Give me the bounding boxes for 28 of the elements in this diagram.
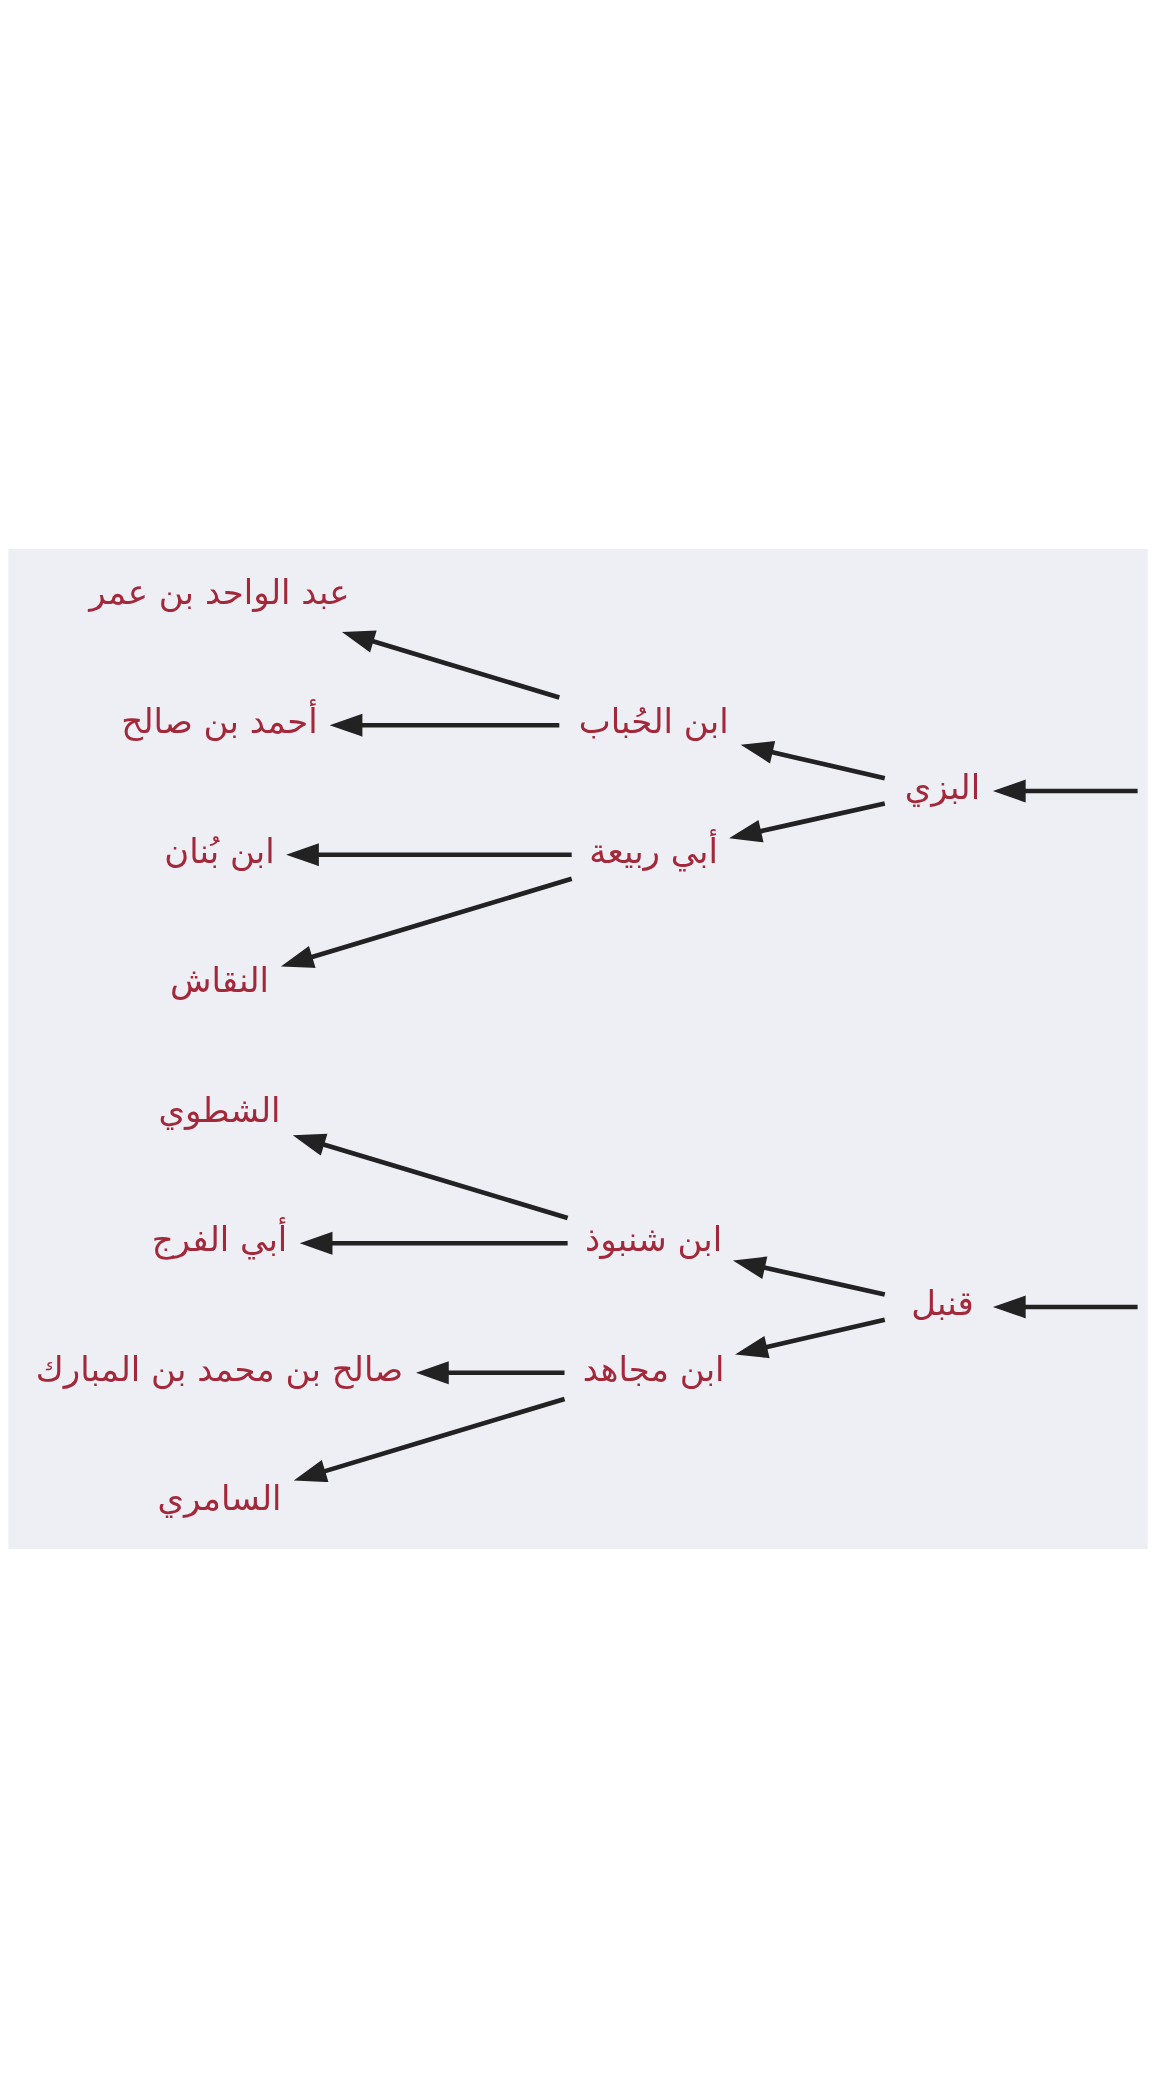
arrow [280, 876, 573, 968]
arrow [729, 801, 886, 843]
arrow [341, 630, 560, 700]
node-text: البزي [904, 767, 981, 808]
arrow [329, 713, 560, 737]
arrow [735, 1317, 886, 1359]
arrow [299, 1231, 568, 1255]
node-text: ابن مجاهد [582, 1348, 725, 1389]
node-text: صالح بن محمد بن المبارك [35, 1348, 404, 1389]
arrow [992, 1295, 1138, 1319]
arrow [416, 1361, 565, 1385]
node-text: الشطوي [158, 1089, 281, 1130]
node-text: أحمد بن صالح [121, 701, 318, 742]
arrow [293, 1396, 566, 1483]
node-text: السامري [157, 1478, 282, 1519]
node-text: ابن بُنان [164, 830, 275, 871]
node-text: النقاش [169, 960, 270, 1001]
arrow [992, 779, 1138, 803]
arrow [286, 843, 572, 867]
arrow [292, 1133, 569, 1221]
node-text: أبي ربيعة [589, 830, 719, 871]
node-text: ابن الحُباب [578, 701, 729, 742]
node-text: ابن شنبوذ [585, 1219, 723, 1260]
arrow [740, 741, 886, 781]
arrow [732, 1256, 886, 1297]
node-text: عبد الواحد بن عمر [89, 571, 350, 612]
node-text: قنبل [911, 1283, 974, 1324]
node-text: أبي الفرج [151, 1219, 288, 1260]
